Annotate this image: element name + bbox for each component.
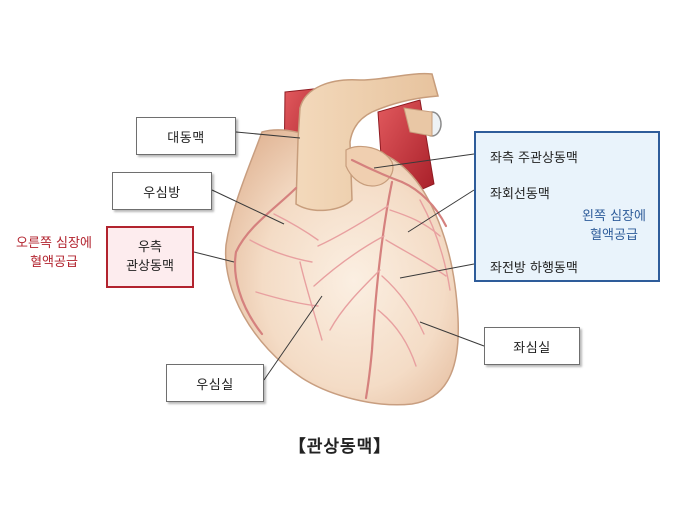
leader-rca — [193, 251, 235, 263]
label-right-ventricle-text: 우심실 — [196, 377, 234, 393]
label-rca-line1: 우측 — [138, 240, 162, 255]
left-main-artery — [350, 158, 404, 184]
caption-close-bracket: 】 — [373, 437, 392, 457]
left-atrial-appendage — [345, 145, 394, 187]
label-left-ventricle-text: 좌심실 — [513, 340, 551, 356]
label-right-ventricle: 우심실 — [166, 364, 264, 402]
label-rca-line2: 관상동맥 — [126, 259, 174, 274]
circumflex-artery — [400, 180, 448, 228]
label-left-ventricle: 좌심실 — [484, 327, 580, 365]
label-right-atrium-text: 우심방 — [143, 185, 181, 201]
note-right-supply-line2: 혈액공급 — [30, 255, 78, 270]
leader-circumflex — [407, 189, 475, 233]
label-left-main-coronary: 좌측 주관상동맥 — [490, 151, 578, 166]
aorta-arch — [295, 72, 439, 212]
label-aorta-text: 대동맥 — [167, 130, 205, 146]
caption-text: 관상동맥 — [306, 437, 374, 457]
label-lad: 좌전방 하행동맥 — [490, 261, 578, 276]
note-left-supply-line1: 왼쪽 심장에 — [582, 209, 646, 224]
label-circumflex: 좌회선동맥 — [490, 187, 550, 202]
note-right-supply-line1: 오른쪽 심장에 — [16, 236, 92, 251]
note-left-supply: 왼쪽 심장에 혈액공급 — [572, 207, 656, 245]
label-aorta: 대동맥 — [136, 117, 236, 155]
leader-right-ventricle — [263, 295, 323, 381]
leader-lad — [399, 263, 475, 279]
note-left-supply-line2: 혈액공급 — [590, 228, 638, 243]
rca-artery — [233, 186, 298, 336]
left-coronary-group-box: 좌측 주관상동맥 좌회선동맥 좌전방 하행동맥 왼쪽 심장에 혈액공급 — [474, 131, 660, 282]
leader-left-main — [373, 153, 475, 169]
leader-right-atrium — [211, 189, 285, 225]
leader-aorta — [235, 131, 301, 139]
figure-caption: 【관상동맥】 — [0, 432, 680, 457]
lad-artery — [364, 180, 394, 400]
caption-open-bracket: 【 — [288, 437, 307, 457]
label-right-atrium: 우심방 — [112, 172, 212, 210]
label-right-coronary-artery: 우측 관상동맥 — [106, 226, 194, 288]
note-right-supply: 오른쪽 심장에 혈액공급 — [2, 234, 106, 272]
leader-left-ventricle — [419, 321, 485, 347]
